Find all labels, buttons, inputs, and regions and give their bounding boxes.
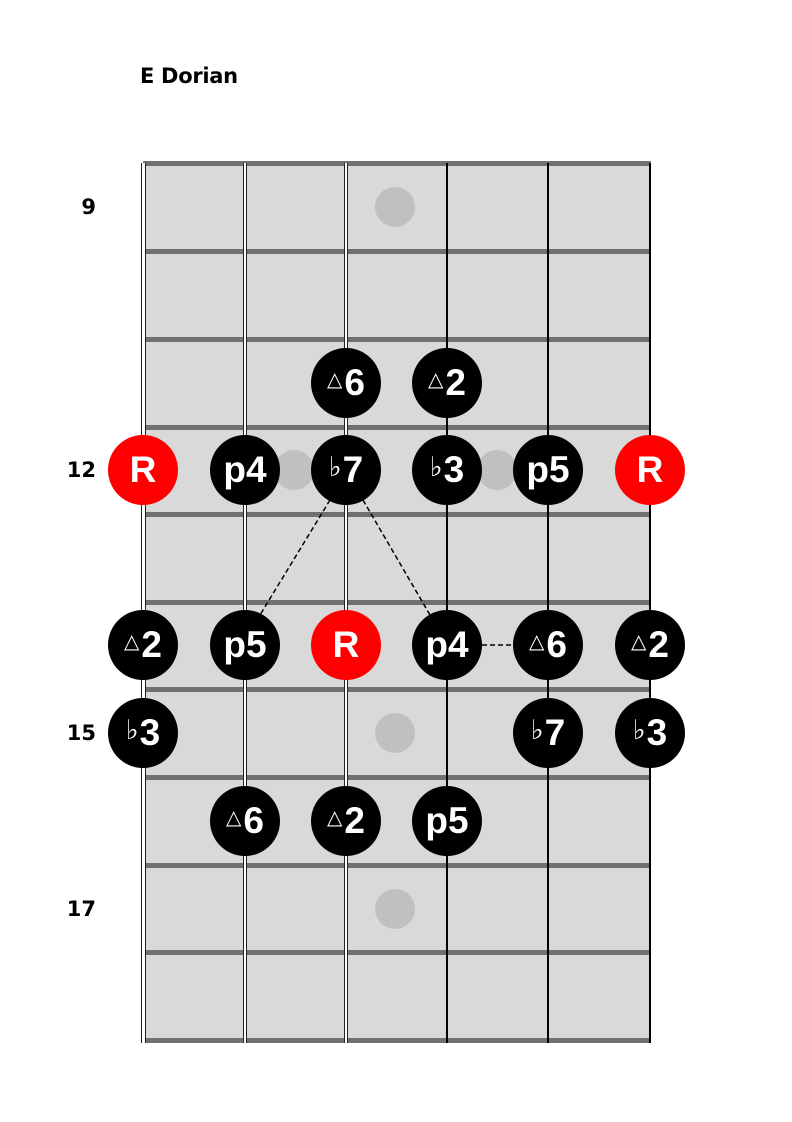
major-triangle-icon: △	[124, 630, 140, 653]
diagram-title: E Dorian	[140, 64, 238, 88]
scale-note: △6	[210, 786, 280, 856]
string-4	[446, 163, 448, 1043]
note-degree: p4	[425, 624, 469, 665]
note-degree: R	[129, 449, 157, 490]
note-degree: 2	[445, 362, 466, 403]
scale-note: △6	[513, 610, 583, 680]
major-triangle-icon: △	[327, 806, 343, 829]
major-triangle-icon: △	[327, 368, 343, 391]
fret-wire	[143, 249, 651, 254]
root-note: R	[108, 435, 178, 505]
inlay-dot	[477, 450, 517, 490]
scale-note: p5	[412, 786, 482, 856]
fret-label-9: 9	[81, 195, 96, 219]
fret-wire	[143, 687, 651, 692]
major-triangle-icon: △	[226, 806, 242, 829]
flat-icon: ♭	[429, 451, 443, 482]
inlay-dot	[375, 187, 415, 227]
note-degree: 6	[243, 800, 264, 841]
note-degree: 2	[648, 624, 669, 665]
note-degree: p5	[425, 800, 469, 841]
fret-wire	[143, 600, 651, 605]
fret-wire	[143, 337, 651, 342]
note-degree: 2	[344, 800, 365, 841]
scale-note: p4	[210, 435, 280, 505]
scale-note: p5	[513, 435, 583, 505]
scale-note: △6	[311, 348, 381, 418]
note-degree: 3	[646, 712, 668, 753]
inlay-dot	[274, 450, 314, 490]
note-degree: 7	[342, 449, 364, 490]
fret-label-15: 15	[66, 721, 96, 745]
note-degree: p5	[223, 624, 267, 665]
string-6	[649, 163, 651, 1043]
flat-icon: ♭	[530, 714, 544, 745]
flat-icon: ♭	[328, 451, 342, 482]
scale-note: p4	[412, 610, 482, 680]
note-degree: p5	[526, 449, 570, 490]
fret-wire	[143, 863, 651, 868]
root-note: R	[615, 435, 685, 505]
note-degree: 3	[139, 712, 161, 753]
fret-label-17: 17	[66, 897, 96, 921]
fret-wire	[143, 1038, 651, 1043]
note-degree: 6	[344, 362, 365, 403]
scale-note: p5	[210, 610, 280, 680]
scale-note: △2	[311, 786, 381, 856]
string-5	[547, 163, 549, 1043]
flat-icon: ♭	[125, 714, 139, 745]
scale-note: ♭3	[108, 698, 178, 768]
fret-wire	[143, 512, 651, 517]
scale-note: ♭3	[615, 698, 685, 768]
note-degree: R	[636, 449, 664, 490]
fret-wire	[143, 161, 651, 166]
fret-wire	[143, 425, 651, 430]
note-degree: p4	[223, 449, 267, 490]
string-2	[243, 163, 247, 1043]
scale-note: △2	[108, 610, 178, 680]
scale-note: ♭7	[311, 435, 381, 505]
fret-wire	[143, 775, 651, 780]
fret-wire	[143, 950, 651, 955]
major-triangle-icon: △	[529, 630, 545, 653]
scale-note: △2	[412, 348, 482, 418]
major-triangle-icon: △	[631, 630, 647, 653]
flat-icon: ♭	[632, 714, 646, 745]
dashed-connector	[362, 499, 431, 616]
inlay-dot	[375, 713, 415, 753]
major-triangle-icon: △	[428, 368, 444, 391]
note-degree: 7	[544, 712, 566, 753]
inlay-dot	[375, 889, 415, 929]
dashed-connector	[259, 499, 331, 616]
note-degree: 2	[141, 624, 162, 665]
scale-note: ♭7	[513, 698, 583, 768]
fret-label-12: 12	[66, 458, 96, 482]
scale-note: ♭3	[412, 435, 482, 505]
scale-note: △2	[615, 610, 685, 680]
note-degree: 3	[443, 449, 465, 490]
string-3	[344, 163, 348, 1043]
note-degree: 6	[546, 624, 567, 665]
note-degree: R	[332, 624, 360, 665]
root-note: R	[311, 610, 381, 680]
string-1	[141, 163, 146, 1043]
